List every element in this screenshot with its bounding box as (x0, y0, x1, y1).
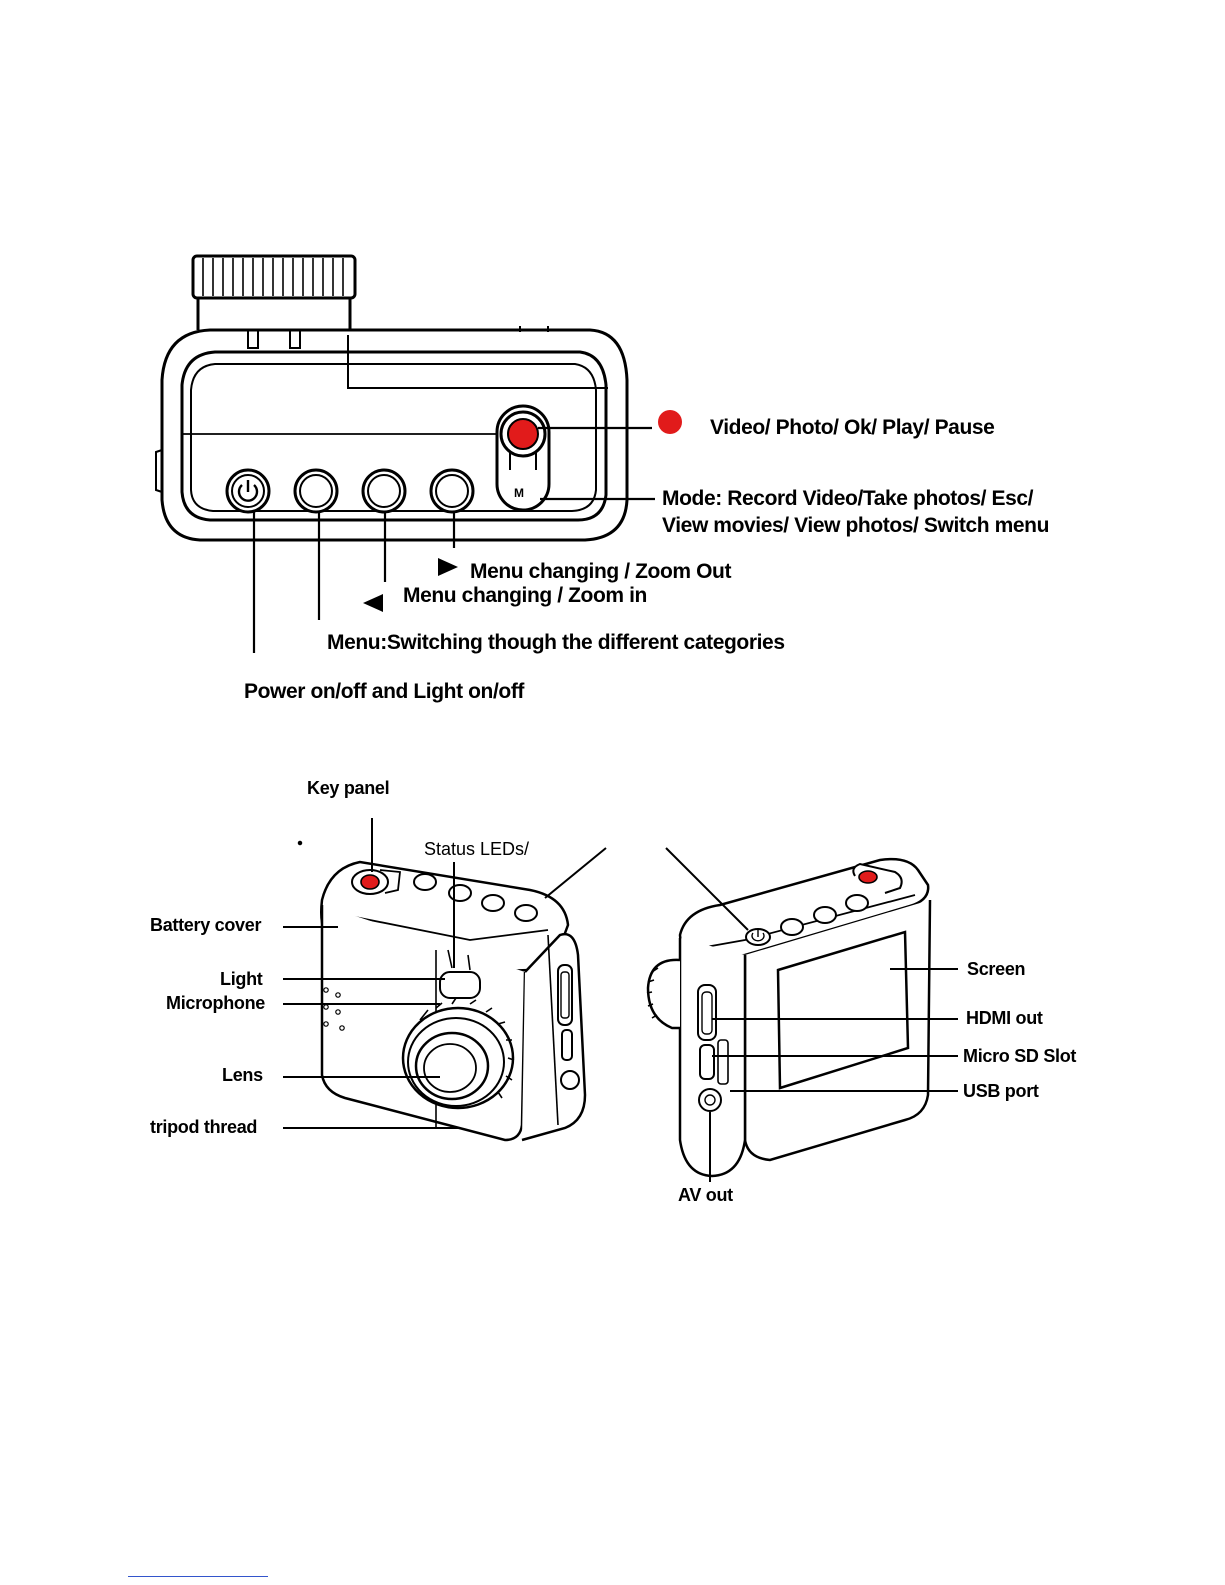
power-button-label: Power on/off and Light on/off (244, 680, 525, 703)
hdmi-out-label: HDMI out (966, 1008, 1043, 1028)
menu-button-label: Menu:Switching though the different cate… (327, 631, 785, 654)
right-arrow-icon (438, 558, 458, 576)
footnote-separator (128, 1576, 268, 1577)
camera-body-outline (160, 328, 629, 542)
light-label: Light (220, 969, 263, 989)
camera-front-view (297, 840, 587, 1142)
battery-cover-label: Battery cover (150, 915, 262, 935)
mode-button-label-1: Mode: Record Video/Take photos/ Esc/ (662, 487, 1034, 510)
screen-label: Screen (967, 959, 1026, 979)
mode-key-letter: M (514, 486, 524, 500)
status-leds-label: Status LEDs/ (424, 839, 530, 859)
camera-top-view-diagram (155, 254, 682, 653)
left-button-label: Menu changing / Zoom in (403, 584, 647, 607)
av-out-label: AV out (678, 1185, 733, 1205)
record-button-label: Video/ Photo/ Ok/ Play/ Pause (710, 416, 995, 439)
screen (776, 930, 910, 1090)
right-button-label: Menu changing / Zoom Out (470, 560, 732, 583)
usb-port-label: USB port (963, 1081, 1039, 1101)
back-record-key (858, 870, 878, 884)
power-icon (237, 480, 259, 502)
key-panel-label: Key panel (307, 778, 390, 798)
micro-sd-slot-label: Micro SD Slot (963, 1046, 1077, 1066)
tripod-thread-label: tripod thread (150, 1117, 258, 1137)
record-legend-dot (658, 410, 682, 434)
mode-button-label-2: View movies/ View photos/ Switch menu (662, 514, 1050, 537)
left-arrow-icon (363, 594, 383, 612)
lens-label: Lens (222, 1065, 263, 1085)
microphone-label: Microphone (166, 993, 265, 1013)
camera-back-view (646, 857, 932, 1178)
